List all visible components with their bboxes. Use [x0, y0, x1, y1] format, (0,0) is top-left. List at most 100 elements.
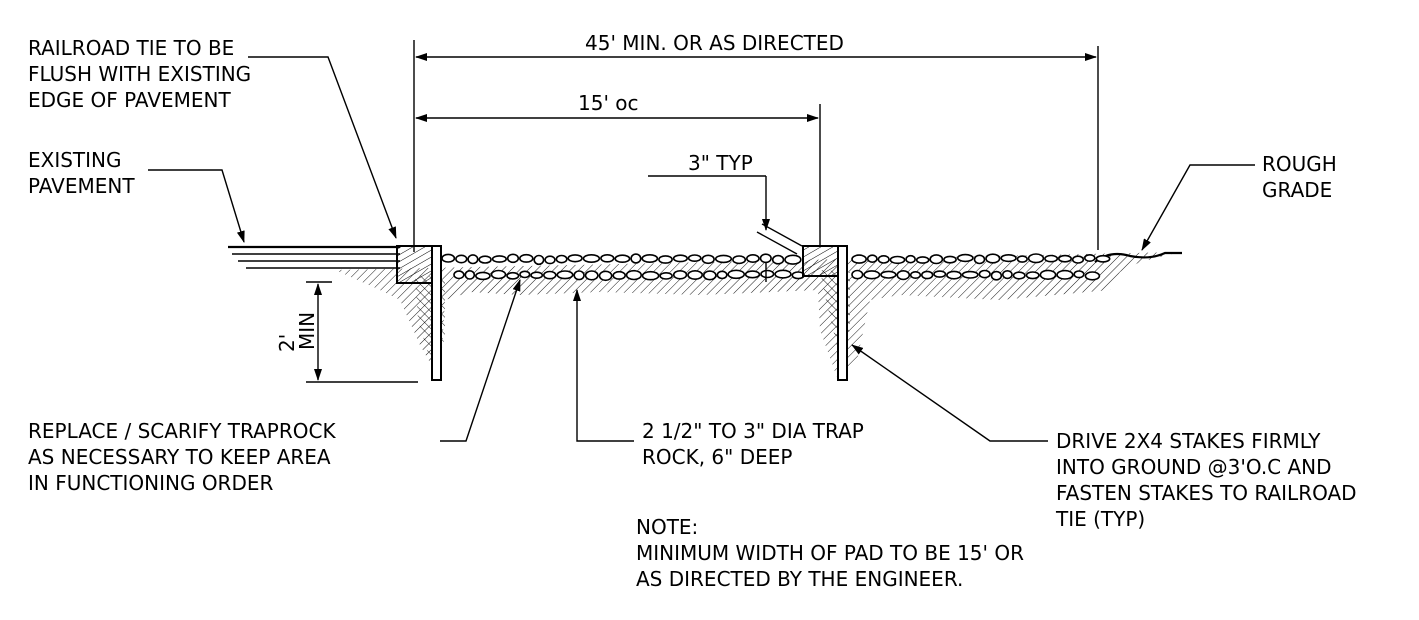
trap-rock-stone — [746, 254, 760, 264]
leader-rough-grade — [1141, 164, 1255, 251]
svg-text:REPLACE / SCARIFY TRAPROCK: REPLACE / SCARIFY TRAPROCK — [28, 419, 336, 443]
trap-rock-stone — [659, 271, 673, 280]
grade-note: ROUGH GRADE — [1262, 152, 1337, 202]
svg-text:MINIMUM WIDTH OF PAD TO BE 15': MINIMUM WIDTH OF PAD TO BE 15' OR — [636, 541, 1024, 565]
trap-rock-stone — [474, 271, 491, 281]
svg-text:AS DIRECTED BY THE ENGINEER.: AS DIRECTED BY THE ENGINEER. — [636, 567, 963, 591]
railroad-tie-left — [396, 245, 435, 284]
trap-rock-stone — [533, 254, 545, 266]
spacing-dimension-label: 15' oc — [578, 91, 639, 115]
trap-rock-stone — [490, 269, 507, 280]
railroad-tie-right — [802, 245, 841, 277]
stake-note: DRIVE 2X4 STAKES FIRMLY INTO GROUND @3'O… — [1055, 429, 1357, 531]
stake-right — [837, 245, 848, 381]
svg-text:IN FUNCTIONING ORDER: IN FUNCTIONING ORDER — [28, 471, 273, 495]
trap-rock-stone — [641, 254, 659, 264]
rock-note: 2 1/2" TO 3" DIA TRAP ROCK, 6" DEEP — [642, 419, 864, 469]
trap-rock-stone — [672, 254, 689, 263]
trap-rock-stone — [1058, 254, 1073, 263]
stake-left — [431, 245, 442, 381]
trap-rock-stone — [584, 270, 599, 281]
svg-text:EXISTING: EXISTING — [28, 148, 122, 172]
leader-pavement — [148, 169, 245, 243]
trap-rock-stone — [612, 270, 627, 280]
dimension-thickness — [648, 175, 803, 282]
trap-rock-stone — [1095, 254, 1111, 263]
trap-rock-stone — [614, 254, 631, 264]
trap-rock-stone — [506, 271, 520, 280]
trap-rock-stone — [641, 270, 660, 281]
trap-rock-stone — [877, 254, 890, 264]
trap-rock-stone — [889, 255, 906, 265]
trap-rock-stone — [687, 254, 702, 262]
trap-rock-stone — [582, 254, 601, 264]
trap-rock-stone — [771, 254, 785, 265]
trap-rock-stone — [600, 253, 615, 263]
trap-rock-stone — [956, 253, 974, 263]
leader-stakes — [851, 344, 1048, 442]
trap-rock-stone — [880, 270, 897, 279]
svg-text:FASTEN STAKES TO RAILROAD: FASTEN STAKES TO RAILROAD — [1056, 481, 1357, 505]
trap-rock-stone — [985, 253, 1001, 264]
trap-rock-stone — [555, 254, 568, 264]
trap-rock-stone — [702, 270, 717, 281]
trap-rock-stone — [851, 269, 864, 280]
trap-rock-stone — [978, 269, 991, 279]
trap-rock-stone — [774, 269, 792, 279]
leader-traprock — [440, 279, 521, 442]
trap-rock-stone — [1084, 271, 1101, 281]
trap-rock-stone — [530, 271, 544, 280]
svg-text:2 1/2" TO 3" DIA TRAP: 2 1/2" TO 3" DIA TRAP — [642, 419, 864, 443]
trap-rock-stone — [727, 269, 746, 280]
svg-text:ROCK, 6" DEEP: ROCK, 6" DEEP — [642, 445, 792, 469]
existing-pavement — [228, 245, 400, 269]
trap-rock-stone — [453, 270, 465, 280]
trap-rock-stone — [455, 254, 468, 264]
trap-rock-stone — [990, 270, 1003, 281]
trap-rock-stone — [478, 255, 492, 264]
general-note: NOTE: MINIMUM WIDTH OF PAD TO BE 15' OR … — [636, 515, 1024, 591]
svg-text:ROUGH: ROUGH — [1262, 152, 1337, 176]
trap-rock-stone — [973, 254, 986, 265]
trap-rock-stone — [1027, 253, 1045, 264]
trap-rock-stone — [1000, 254, 1017, 263]
trap-rock-stone — [851, 254, 867, 264]
svg-text:NOTE:: NOTE: — [636, 515, 698, 539]
trap-rock-stone — [1056, 269, 1074, 280]
trap-rock-stone — [701, 254, 715, 265]
svg-text:TIE (TYP): TIE (TYP) — [1055, 507, 1145, 531]
trap-rock-stone — [519, 270, 531, 279]
trap-rock-stone — [506, 253, 520, 264]
trap-rock-stone — [915, 256, 930, 264]
trap-rock-layer — [441, 253, 1111, 282]
trap-rock-stone — [943, 255, 957, 264]
trap-rock-stone — [909, 270, 922, 279]
leader-railroad-tie — [248, 56, 397, 239]
trap-rock-stone — [716, 270, 728, 280]
svg-text:DRIVE 2X4 STAKES FIRMLY: DRIVE 2X4 STAKES FIRMLY — [1056, 429, 1321, 453]
svg-text:EDGE OF PAVEMENT: EDGE OF PAVEMENT — [28, 88, 231, 112]
trap-rock-stone — [573, 270, 585, 281]
depth-dimension-min-label: MIN — [295, 312, 319, 350]
trap-rock-stone — [732, 255, 747, 265]
trap-rock-stone — [933, 270, 947, 278]
leader-rock — [573, 289, 634, 442]
trap-rock-stone — [1039, 269, 1057, 280]
trap-rock-stone — [464, 269, 476, 280]
thickness-dimension-label: 3" TYP — [688, 151, 753, 175]
tie-note: RAILROAD TIE TO BE FLUSH WITH EXISTING E… — [28, 36, 251, 112]
trap-rock-stone — [1002, 270, 1013, 280]
trap-rock-stone — [630, 253, 642, 264]
trap-rock-stone — [929, 254, 944, 265]
trap-rock-stone — [441, 253, 456, 263]
svg-text:FLUSH WITH EXISTING: FLUSH WITH EXISTING — [28, 62, 251, 86]
trap-rock-stone — [567, 254, 583, 263]
trap-rock-stone — [863, 270, 881, 280]
dimension-spacing — [415, 104, 821, 245]
trap-rock-stone — [866, 254, 878, 264]
overall-dimension-label: 45' MIN. OR AS DIRECTED — [585, 31, 844, 55]
trap-rock-stone — [491, 255, 508, 263]
replace-note: REPLACE / SCARIFY TRAPROCK AS NECESSARY … — [28, 419, 336, 495]
pavement-note: EXISTING PAVEMENT — [28, 148, 135, 198]
